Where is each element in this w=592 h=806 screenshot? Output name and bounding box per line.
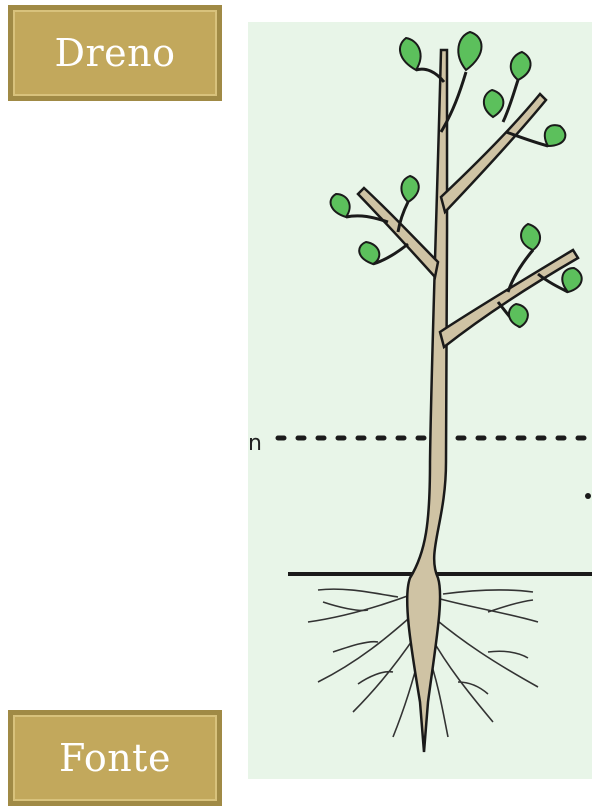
sink-label: Dreno (8, 5, 222, 101)
leaf (562, 268, 581, 292)
leaf (331, 194, 350, 217)
leaf (400, 38, 421, 70)
leaf (401, 176, 418, 202)
leaf (458, 32, 481, 70)
leaf (509, 304, 528, 327)
leaf (545, 125, 566, 146)
partial-label-letter: n (248, 431, 262, 456)
leaf (484, 90, 504, 117)
leaf (511, 52, 531, 80)
leaves (331, 32, 582, 327)
source-label: Fonte (8, 710, 222, 806)
plant-diagram: n (248, 22, 592, 779)
plant-diagram-panel: n (248, 22, 592, 779)
dot-marker (585, 493, 591, 499)
leaf (359, 242, 379, 264)
branch-lower-right (440, 250, 578, 347)
leaf (521, 224, 540, 250)
plant-stem (407, 50, 447, 752)
